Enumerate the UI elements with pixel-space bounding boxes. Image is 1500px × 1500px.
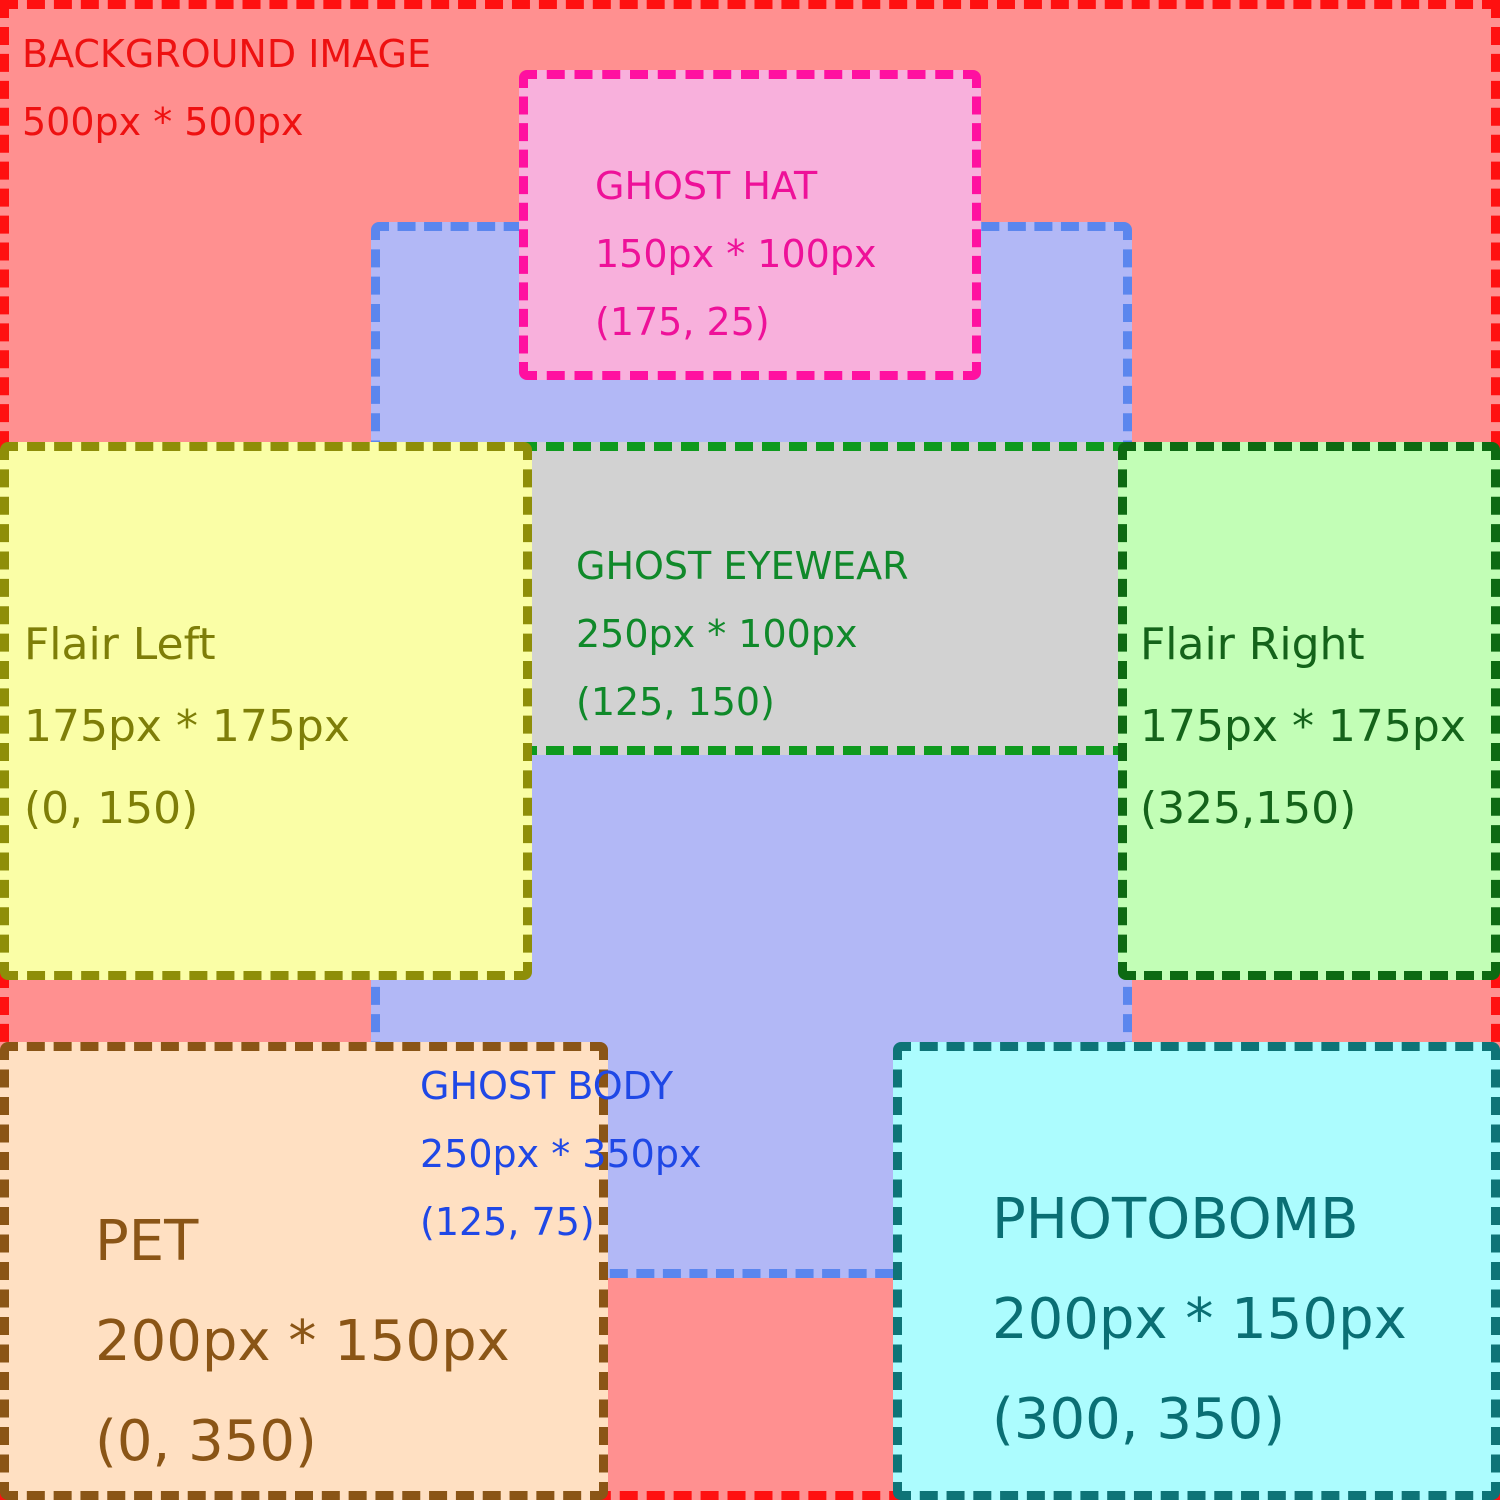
flair-left-title: Flair Left (24, 619, 216, 670)
background-image-label: BACKGROUND IMAGE 500px * 500px (22, 20, 431, 156)
ghost-hat-label: GHOST HAT 150px * 100px (175, 25) (595, 152, 876, 356)
ghost-body-label: GHOST BODY 250px * 350px (125, 75) (420, 1052, 701, 1256)
flair-left-region (0, 442, 532, 980)
ghost-eyewear-title: GHOST EYEWEAR (576, 544, 909, 588)
ghost-body-size: 250px * 350px (420, 1132, 702, 1176)
flair-right-region (1118, 442, 1500, 980)
ghost-eyewear-size: 250px * 100px (576, 612, 858, 656)
pet-size: 200px * 150px (95, 1309, 510, 1374)
ghost-body-position: (125, 75) (420, 1200, 595, 1244)
photobomb-title: PHOTOBOMB (992, 1187, 1359, 1252)
photobomb-position: (300, 350) (992, 1387, 1286, 1452)
ghost-hat-region (519, 70, 981, 380)
flair-right-position: (325,150) (1140, 783, 1357, 834)
pet-label: PET 200px * 150px (0, 350) (95, 1192, 510, 1492)
flair-right-label: Flair Right 175px * 175px (325,150) (1140, 604, 1466, 850)
flair-left-size: 175px * 175px (24, 701, 350, 752)
ghost-hat-title: GHOST HAT (595, 164, 818, 208)
ghost-eyewear-label: GHOST EYEWEAR 250px * 100px (125, 150) (576, 532, 909, 736)
photobomb-region (893, 1042, 1500, 1500)
pet-position: (0, 350) (95, 1409, 317, 1474)
ghost-body-title: GHOST BODY (420, 1064, 674, 1108)
flair-left-label: Flair Left 175px * 175px (0, 150) (24, 604, 350, 850)
ghost-hat-position: (175, 25) (595, 300, 770, 344)
photobomb-label: PHOTOBOMB 200px * 150px (300, 350) (992, 1170, 1407, 1470)
flair-right-title: Flair Right (1140, 619, 1365, 670)
ghost-hat-size: 150px * 100px (595, 232, 877, 276)
ghost-eyewear-position: (125, 150) (576, 680, 775, 724)
background-image-size: 500px * 500px (22, 100, 304, 144)
pet-region (0, 1042, 608, 1500)
photobomb-size: 200px * 150px (992, 1287, 1407, 1352)
flair-right-size: 175px * 175px (1140, 701, 1466, 752)
background-image-title: BACKGROUND IMAGE (22, 32, 431, 76)
flair-left-position: (0, 150) (24, 783, 199, 834)
pet-title: PET (95, 1209, 199, 1274)
